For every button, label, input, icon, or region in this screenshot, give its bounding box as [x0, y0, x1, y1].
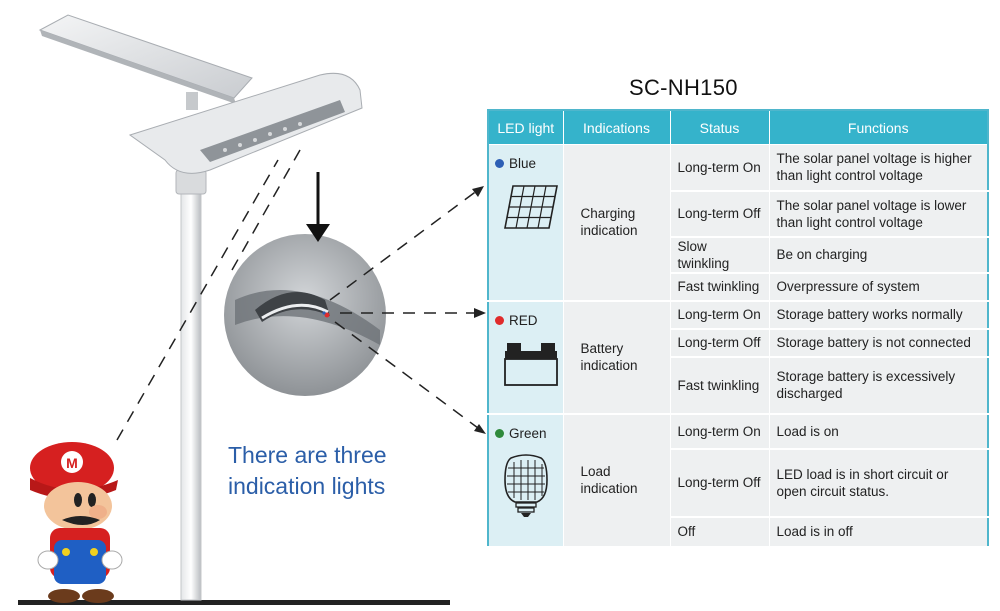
- status-cell: Fast twinkling: [669, 356, 770, 415]
- status-cell: Long-term Off: [669, 328, 770, 358]
- caption-line-2: indication lights: [228, 473, 386, 499]
- status-cell: Slow twinkling: [669, 236, 770, 274]
- model-title: SC-NH150: [629, 75, 738, 100]
- zoom-detail-circle: [224, 234, 386, 396]
- status-cell: Long-term On: [669, 144, 770, 192]
- caption-line-1: There are three: [228, 442, 387, 468]
- function-cell: The solar panel voltage is higher than l…: [768, 144, 989, 192]
- led-bulb-icon: [504, 453, 548, 517]
- table-row: Long-term Off Storage battery is not con…: [488, 328, 989, 358]
- battery-icon: [504, 342, 558, 386]
- table-row: Off Load is in off: [488, 516, 989, 548]
- indication-line: Load: [580, 464, 611, 479]
- table-row: Slow twinkling Be on charging: [488, 236, 989, 274]
- indication-line: Charging: [580, 206, 636, 222]
- led-name-blue: Blue: [509, 156, 537, 171]
- table-row: Fast twinkling Storage battery is excess…: [488, 356, 989, 415]
- blue-pointer-line: [329, 189, 479, 301]
- red-dot-icon: [495, 315, 504, 325]
- indication-line: indication: [580, 223, 638, 239]
- function-cell: Storage battery is not connected: [768, 328, 989, 358]
- indication-line: indication: [580, 358, 638, 373]
- green-pointer-line: [334, 321, 479, 429]
- solar-panel: [38, 14, 253, 110]
- status-cell: Off: [669, 516, 770, 548]
- indication-line: Battery: [580, 341, 624, 356]
- pole: [180, 179, 202, 601]
- green-dot-icon: [495, 428, 504, 438]
- ground-line: [18, 600, 450, 605]
- led-name-green: Green: [509, 425, 547, 441]
- function-cell: Load is on: [768, 413, 989, 450]
- svg-text:M: M: [66, 455, 78, 471]
- caption-text: There are three indication lights: [228, 440, 387, 502]
- led-cell-red: RED: [487, 300, 564, 415]
- header-led-light: LED light: [487, 109, 564, 145]
- cartoon-character: M: [30, 442, 123, 603]
- table-row: Long-term Off LED load is in short circu…: [488, 448, 989, 518]
- header-indications: Indications: [562, 109, 671, 145]
- status-cell: Long-term Off: [669, 190, 770, 238]
- table-row: Long-term Off The solar panel voltage is…: [488, 190, 989, 238]
- indication-line: indication: [580, 481, 638, 496]
- led-cell-blue: Blue: [487, 144, 564, 302]
- table-header-row: LED light Indications Status Functions: [487, 109, 989, 145]
- indication-battery: Battery indication: [562, 300, 671, 415]
- table-row: Fast twinkling Overpressure of system: [488, 272, 989, 302]
- table-row: Green Load indication: [487, 413, 989, 548]
- function-cell: Overpressure of system: [768, 272, 989, 302]
- function-cell: Storage battery works normally: [768, 300, 989, 330]
- function-cell: Storage battery is excessively discharge…: [768, 356, 989, 415]
- table-row: RED Battery indication Long-term On Stor…: [487, 300, 989, 415]
- function-cell: LED load is in short circuit or open cir…: [768, 448, 989, 518]
- header-functions: Functions: [768, 109, 989, 145]
- function-cell: Be on charging: [768, 236, 989, 274]
- led-indication-table: LED light Indications Status Functions B…: [487, 109, 989, 548]
- solar-panel-icon: [504, 185, 558, 229]
- led-name-red: RED: [509, 312, 538, 328]
- status-cell: Long-term Off: [669, 448, 770, 518]
- blue-dot-icon: [495, 159, 504, 168]
- indication-load: Load indication: [562, 413, 671, 548]
- function-cell: Load is in off: [768, 516, 989, 548]
- status-cell: Long-term On: [669, 413, 770, 450]
- function-cell: The solar panel voltage is lower than li…: [768, 190, 989, 238]
- header-status: Status: [669, 109, 770, 145]
- status-cell: Fast twinkling: [669, 272, 770, 302]
- indication-charging: Charging indication: [562, 144, 671, 302]
- status-cell: Long-term On: [669, 300, 770, 330]
- table-row: Blue Charging indication Long-term On Th…: [487, 144, 989, 302]
- led-cell-green: Green: [487, 413, 564, 548]
- lamp-head: [128, 72, 363, 174]
